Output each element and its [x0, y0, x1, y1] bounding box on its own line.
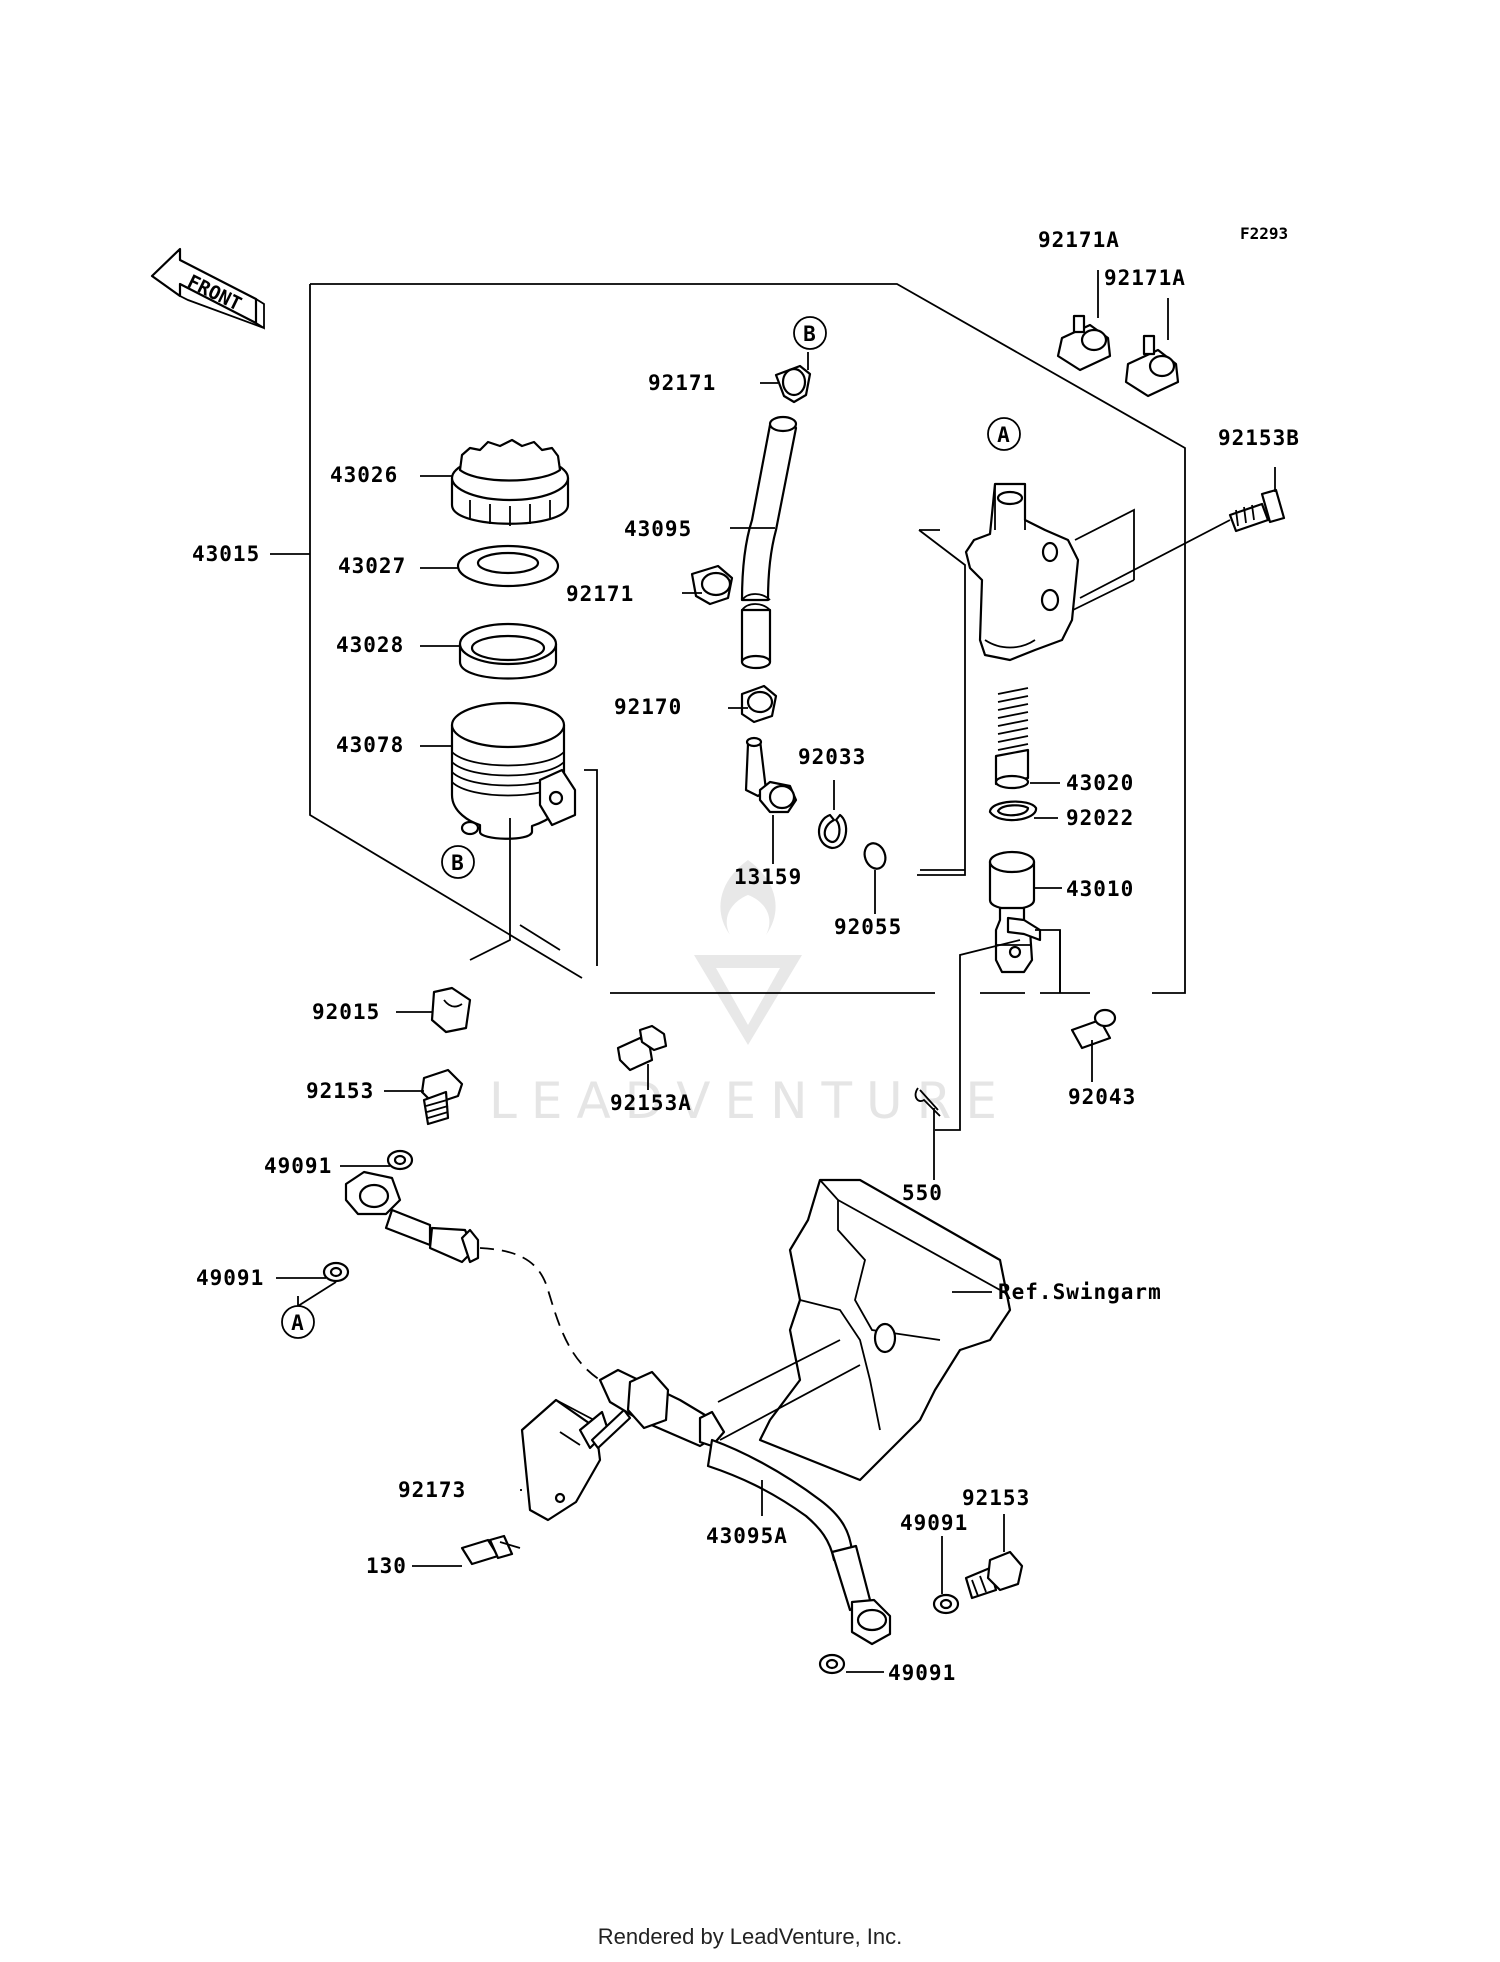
connector-label: B: [803, 322, 817, 346]
part-49091-washer-lower-right: [818, 1653, 846, 1675]
connector-B-top: B: [793, 316, 827, 350]
part-label[interactable]: 92153: [306, 1079, 374, 1103]
connector-label: A: [291, 1311, 305, 1335]
part-43078-reservoir: [450, 701, 577, 840]
part-label[interactable]: 43020: [1066, 771, 1134, 795]
part-49091-washer-upper-right: [932, 1593, 960, 1615]
watermark-text: LEADVENTURE: [489, 1072, 1011, 1130]
part-43028-diaphragm: [458, 622, 558, 680]
part-label[interactable]: 130: [366, 1554, 407, 1578]
part-label[interactable]: 92022: [1066, 806, 1134, 830]
part-43095A-hose-assembly: [598, 1368, 892, 1646]
part-label[interactable]: 92171A: [1038, 228, 1120, 252]
part-130-bolt: [460, 1534, 521, 1566]
part-43020-spring-piston: [994, 687, 1030, 790]
diagram-code: F2293: [1240, 224, 1288, 243]
part-label[interactable]: 550: [902, 1181, 943, 1205]
part-label[interactable]: 92015: [312, 1000, 380, 1024]
part-label[interactable]: 13159: [734, 865, 802, 889]
part-92173-guard: [520, 1398, 632, 1522]
dashed-hose-path: [479, 1247, 601, 1381]
part-label[interactable]: 43095A: [706, 1524, 788, 1548]
part-13159-fitting: [744, 736, 798, 814]
part-label[interactable]: 92033: [798, 745, 866, 769]
part-92015-clip: [430, 986, 472, 1034]
part-92022-circlip: [988, 800, 1038, 822]
part-label[interactable]: 43095: [624, 517, 692, 541]
part-label[interactable]: 49091: [196, 1266, 264, 1290]
part-label[interactable]: 92171: [566, 582, 634, 606]
watermark: LEADVENTURE: [489, 860, 1011, 1130]
connector-label: B: [451, 851, 465, 875]
part-master-cylinder-body: [964, 482, 1080, 662]
part-label[interactable]: 43015: [192, 542, 260, 566]
part-550-cotter-pin: [914, 1087, 941, 1117]
part-label[interactable]: 92170: [614, 695, 682, 719]
part-92033-circlip: [817, 813, 848, 850]
part-label[interactable]: 92171A: [1104, 266, 1186, 290]
part-92153A-bolt: [616, 1024, 668, 1072]
part-92153-banjo-bolt-right: [964, 1550, 1024, 1600]
part-92043-pin: [1070, 1008, 1117, 1050]
part-labels: 92171A 92171A 92153B 92171 43026 43095 4…: [192, 228, 1300, 1685]
part-92153B-bolt: [1228, 488, 1286, 533]
part-label[interactable]: 43026: [330, 463, 398, 487]
part-label[interactable]: 92171: [648, 371, 716, 395]
connector-label: A: [997, 423, 1011, 447]
part-43010-push-rod: [988, 850, 1042, 974]
part-label[interactable]: 92153B: [1218, 426, 1300, 450]
part-label[interactable]: 43078: [336, 733, 404, 757]
part-49091-washer-lower-left: [322, 1261, 350, 1283]
part-label[interactable]: 49091: [888, 1661, 956, 1685]
leader-lines: [270, 270, 1276, 1673]
footer-credit: Rendered by LeadVenture, Inc.: [597, 1924, 903, 1949]
part-92055-o-ring: [863, 842, 887, 870]
part-92153-banjo-bolt-left: [420, 1068, 464, 1126]
part-banjo-fitting-left: [344, 1170, 480, 1264]
part-label[interactable]: 43010: [1066, 877, 1134, 901]
part-swingarm-reference: [758, 1178, 1012, 1482]
part-label[interactable]: 43027: [338, 554, 406, 578]
part-label[interactable]: 92153: [962, 1486, 1030, 1510]
assembly-frame-outlines: [309, 283, 1186, 994]
connector-B-bottom: B: [441, 845, 475, 879]
connector-A-top: A: [987, 417, 1021, 451]
connector-A-bottom: A: [281, 1305, 315, 1339]
part-label[interactable]: 92153A: [610, 1091, 692, 1115]
part-label[interactable]: 49091: [900, 1511, 968, 1535]
reference-label[interactable]: Ref.Swingarm: [998, 1280, 1162, 1304]
part-label[interactable]: 92055: [834, 915, 902, 939]
part-43095-hose: [740, 415, 798, 670]
part-92171-clamp-top: [774, 364, 812, 404]
front-direction-arrow-icon: FRONT: [150, 247, 265, 330]
part-92171A-clamp-2: [1124, 334, 1180, 398]
part-49091-washer-upper-left: [386, 1149, 414, 1171]
part-43027-plate: [456, 544, 560, 588]
part-92171A-clamp-1: [1056, 314, 1112, 372]
part-label[interactable]: 92173: [398, 1478, 466, 1502]
part-43026-reservoir-cap: [450, 438, 570, 526]
part-92170-clamp: [740, 684, 778, 724]
part-92171-clamp-mid: [690, 564, 734, 606]
part-label[interactable]: 43028: [336, 633, 404, 657]
part-label[interactable]: 49091: [264, 1154, 332, 1178]
part-label[interactable]: 92043: [1068, 1085, 1136, 1109]
